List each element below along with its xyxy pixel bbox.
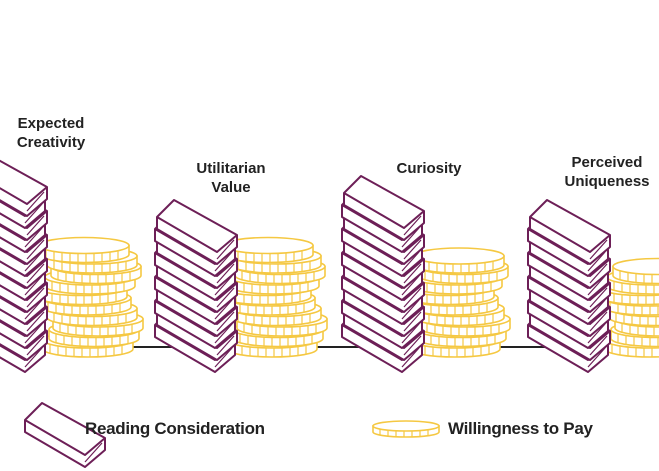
book-icon (343, 175, 425, 241)
book-page-line (401, 299, 420, 320)
book-page-line (403, 335, 422, 356)
book-page-line (401, 347, 420, 368)
book-page-line (26, 335, 45, 356)
book-page-line (26, 287, 45, 308)
book-page-line (587, 275, 606, 296)
book-page-line (216, 287, 235, 308)
book-page-line (401, 251, 420, 272)
book-page-line (26, 191, 45, 212)
category-group (154, 199, 328, 373)
legend (24, 402, 440, 468)
book-page-line (587, 323, 606, 344)
book-page-line (214, 299, 233, 320)
book-edge (0, 210, 48, 229)
coin-stack (598, 257, 659, 358)
book-page-line (401, 227, 420, 248)
category-label-expected-creativity: Expected Creativity (0, 114, 121, 152)
book-page-line (216, 263, 235, 284)
book-page-line (24, 323, 43, 344)
book-edge (0, 234, 48, 253)
category-label-perceived-uniqueness: Perceived Uniqueness (537, 153, 659, 191)
category-group (0, 159, 144, 373)
book-page-line (84, 442, 103, 463)
book-edge (24, 419, 106, 456)
book-page-line (214, 347, 233, 368)
label-line: Perceived (571, 154, 643, 171)
category-label-utilitarian-value: Utilitarian Value (161, 159, 301, 197)
book-page-line (403, 311, 422, 332)
book-stack (0, 159, 48, 373)
book-edge (156, 216, 238, 253)
legend-book (24, 402, 106, 468)
book-icon (529, 199, 611, 265)
book-page-line (26, 215, 45, 236)
label-line: Curiosity (396, 160, 462, 177)
coin-icon (413, 247, 505, 265)
book-page-line (216, 335, 235, 356)
book-edge (529, 216, 611, 253)
book-page-line (214, 323, 233, 344)
book-page-line (26, 239, 45, 260)
category-group (527, 199, 659, 373)
book-stack (154, 199, 238, 373)
book-page-line (24, 275, 43, 296)
category-group (341, 175, 511, 373)
coin-stack (403, 247, 511, 358)
label-line: Expected (17, 115, 85, 132)
book-page-line (587, 347, 606, 368)
book-page-line (403, 263, 422, 284)
book-page-line (214, 275, 233, 296)
category-label-curiosity: Curiosity (359, 159, 499, 178)
book-page-line (24, 203, 43, 224)
book-page-line (24, 227, 43, 248)
book-edge (0, 282, 48, 301)
book-edge (0, 306, 48, 325)
book-stack (341, 175, 425, 373)
book-stack (527, 199, 611, 373)
book-edge (0, 258, 48, 277)
coin-stack (220, 236, 328, 358)
book-page-line (24, 251, 43, 272)
coin-stack (36, 236, 144, 358)
label-line: Value (211, 179, 251, 196)
label-line: Utilitarian (196, 160, 266, 177)
book-edge (0, 186, 48, 205)
book-page-line (403, 239, 422, 260)
book-page-line (587, 251, 606, 272)
book-edge (0, 330, 48, 349)
book-page-line (216, 239, 235, 260)
book-page-line (26, 311, 45, 332)
book-icon (156, 199, 238, 265)
book-page-line (403, 287, 422, 308)
book-page-line (589, 263, 608, 284)
book-page-line (216, 311, 235, 332)
book-page-line (26, 263, 45, 284)
coin-icon (372, 420, 440, 432)
book-page-line (24, 347, 43, 368)
coin-icon (612, 257, 659, 276)
book-page-line (24, 299, 43, 320)
legend-coin (372, 420, 440, 438)
book-page-line (589, 239, 608, 260)
book-icon (24, 402, 106, 468)
label-line: Uniqueness (564, 173, 650, 190)
book-page-line (401, 323, 420, 344)
book-page-line (401, 275, 420, 296)
label-line: Creativity (16, 134, 86, 151)
book-page-line (587, 299, 606, 320)
book-page-line (214, 251, 233, 272)
book-page-line (403, 215, 422, 236)
legend-label-willingness-to-pay: Willingness to Pay (448, 419, 593, 438)
book-page-line (589, 287, 608, 308)
book-page-line (589, 311, 608, 332)
coin-icon (38, 236, 130, 255)
legend-label-reading-consideration: Reading Consideration (85, 419, 265, 438)
book-edge (343, 192, 425, 229)
book-page-line (589, 335, 608, 356)
